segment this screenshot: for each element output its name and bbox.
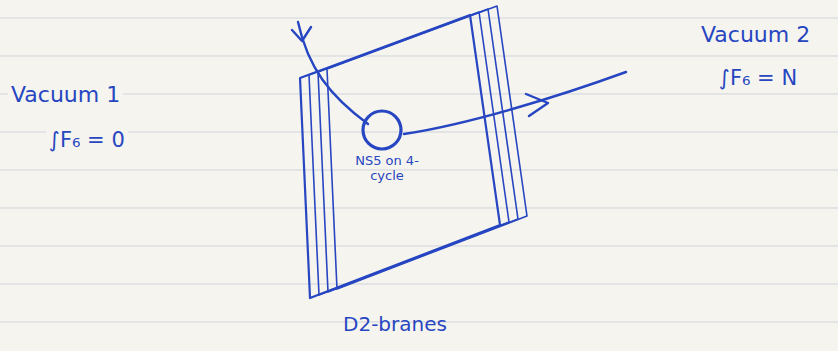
ns5-circle: NS5 on 4-cycle [342,104,432,194]
flux-label: ∫F₆ = N [716,66,800,90]
vacuum-label: Vacuum 2 [698,22,813,47]
brane-label: D2-branes [310,312,480,336]
brane-outline [290,0,540,351]
vacuum-label: Vacuum 1 [8,82,123,107]
brane-label: NS5 on 4-cycle [347,154,427,184]
brane-stack: D2-branes NS5 on 4-cycle [290,0,540,351]
flux-label: ∫F₆ = 0 [46,128,128,152]
